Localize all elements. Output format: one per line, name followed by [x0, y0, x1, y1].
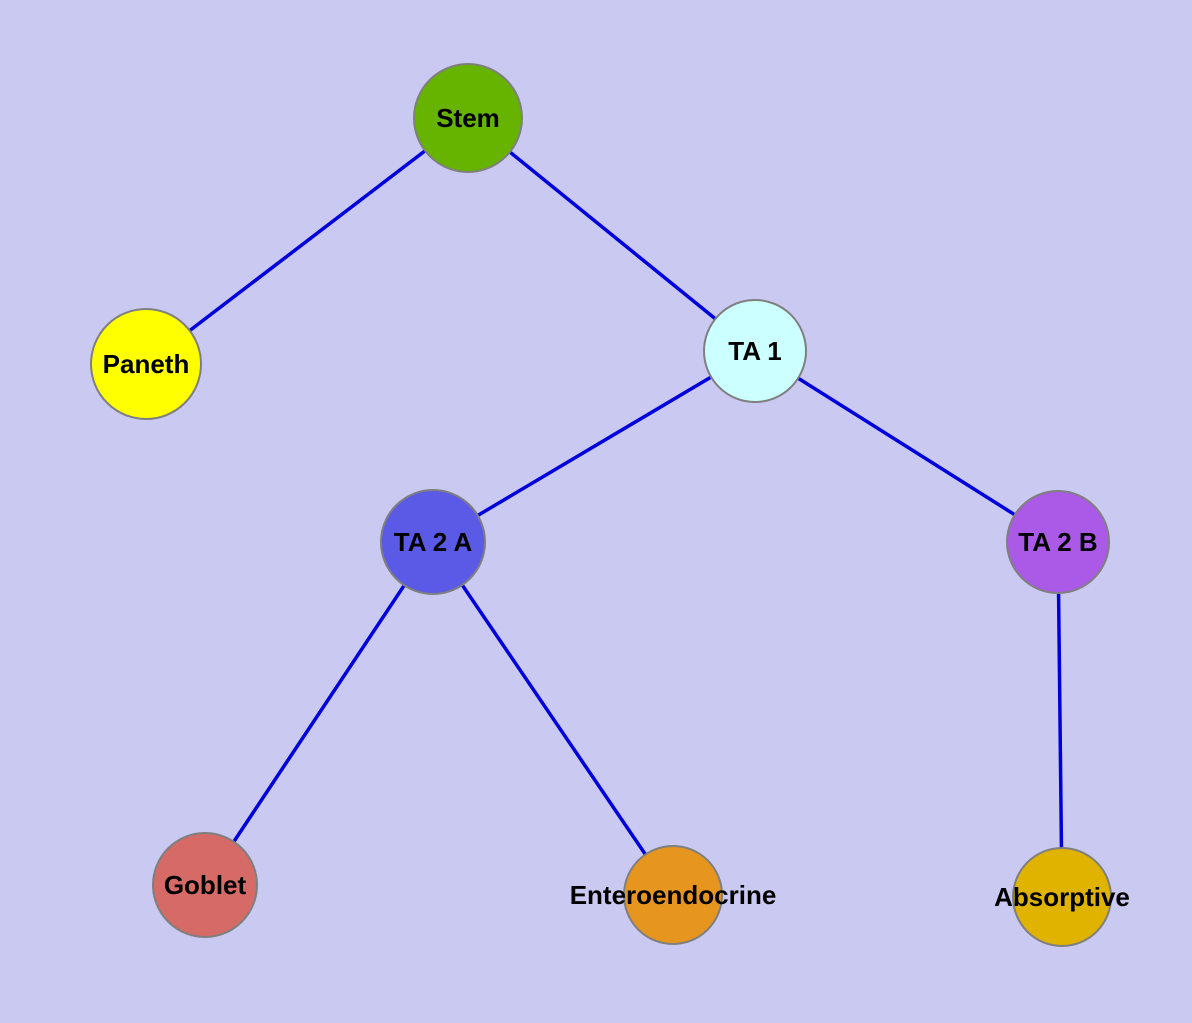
- node-stem[interactable]: Stem: [413, 63, 523, 173]
- edge-ta1-ta2a: [432, 349, 756, 544]
- edge-stem-paneth: [144, 116, 470, 366]
- node-ta-2-a[interactable]: TA 2 A: [380, 489, 486, 595]
- edge-stem-ta1: [466, 116, 757, 353]
- node-ta-1[interactable]: TA 1: [703, 299, 807, 403]
- node-ta-2-b-label: TA 2 B: [1018, 526, 1098, 557]
- node-ta-2-b[interactable]: TA 2 B: [1006, 490, 1110, 594]
- edge-ta2a-enteroendocrine: [431, 541, 675, 896]
- node-stem-label: Stem: [436, 102, 500, 133]
- node-absorptive-label: Absorptive: [994, 881, 1130, 912]
- edge-ta2b-absorptive: [1056, 541, 1064, 898]
- node-ta-2-a-label: TA 2 A: [393, 526, 473, 557]
- node-goblet[interactable]: Goblet: [152, 832, 258, 938]
- node-goblet-label: Goblet: [163, 869, 247, 900]
- node-absorptive[interactable]: Absorptive: [994, 847, 1130, 947]
- node-enteroendocrine[interactable]: Enteroendocrine: [570, 845, 776, 945]
- node-paneth-label: Paneth: [102, 348, 190, 379]
- node-paneth[interactable]: Paneth: [90, 308, 202, 420]
- node-ta-1-label: TA 1: [728, 335, 782, 366]
- edge-ta1-ta2b: [754, 349, 1059, 544]
- edge-ta2a-goblet: [203, 541, 435, 886]
